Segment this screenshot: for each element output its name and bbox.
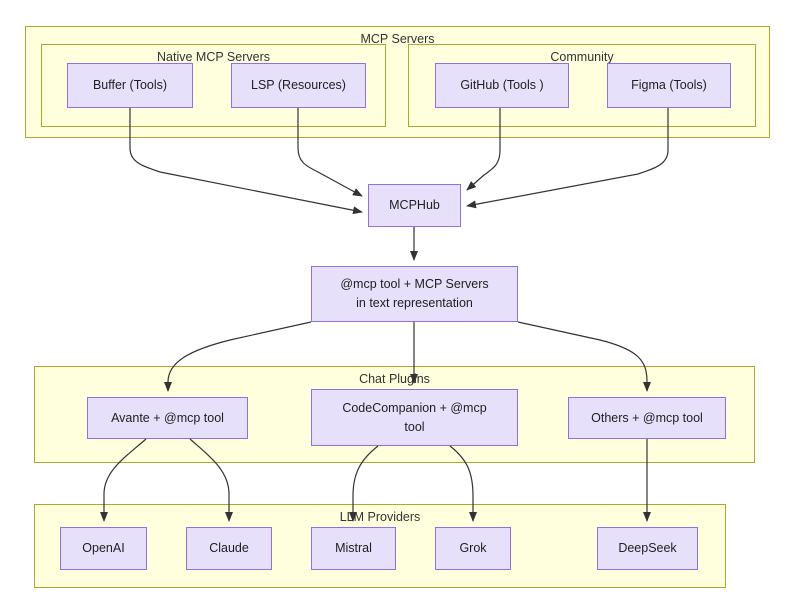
node-avante-label: Avante + @mcp tool: [111, 410, 224, 425]
node-grok[interactable]: Grok: [435, 527, 511, 570]
node-codecompanion-line2: tool: [404, 419, 425, 434]
node-lsp-label: LSP (Resources): [251, 78, 346, 92]
node-mcphub[interactable]: MCPHub: [368, 184, 461, 227]
node-codecompanion[interactable]: CodeCompanion + @mcp tool: [311, 389, 518, 446]
node-claude-label: Claude: [209, 541, 249, 555]
node-figma[interactable]: Figma (Tools): [607, 63, 731, 108]
cluster-llm-providers-label: LLM Providers: [339, 510, 421, 524]
cluster-mcp-servers-label: MCP Servers: [360, 32, 435, 46]
node-openai-label: OpenAI: [82, 541, 125, 555]
node-codecompanion-line1: CodeCompanion + @mcp: [342, 400, 487, 415]
node-deepseek-label: DeepSeek: [618, 541, 677, 555]
node-openai[interactable]: OpenAI: [60, 527, 147, 570]
cluster-native-mcp-servers-label: Native MCP Servers: [157, 50, 270, 64]
node-grok-label: Grok: [459, 541, 487, 555]
node-mistral[interactable]: Mistral: [311, 527, 396, 570]
cluster-chat-plugins-label: Chat Plugins: [359, 372, 430, 386]
node-text-representation-line1: @mcp tool + MCP Servers: [340, 277, 489, 291]
node-github-label: GitHub (Tools ): [460, 78, 544, 92]
node-deepseek[interactable]: DeepSeek: [597, 527, 698, 570]
node-text-representation-line2: in text representation: [356, 296, 473, 310]
node-buffer-label: Buffer (Tools): [92, 78, 168, 92]
node-text-representation[interactable]: @mcp tool + MCP Servers in text represen…: [311, 266, 518, 322]
node-avante[interactable]: Avante + @mcp tool: [87, 397, 248, 439]
node-buffer[interactable]: Buffer (Tools): [67, 63, 193, 108]
node-mistral-label: Mistral: [335, 541, 372, 555]
node-mcphub-label: MCPHub: [389, 198, 440, 212]
node-claude[interactable]: Claude: [186, 527, 272, 570]
node-others-label: Others + @mcp tool: [591, 410, 703, 425]
node-lsp[interactable]: LSP (Resources): [231, 63, 366, 108]
node-figma-label: Figma (Tools): [631, 78, 707, 92]
cluster-community-label: Community: [550, 50, 614, 64]
node-github[interactable]: GitHub (Tools ): [435, 63, 569, 108]
node-others[interactable]: Others + @mcp tool: [568, 397, 726, 439]
